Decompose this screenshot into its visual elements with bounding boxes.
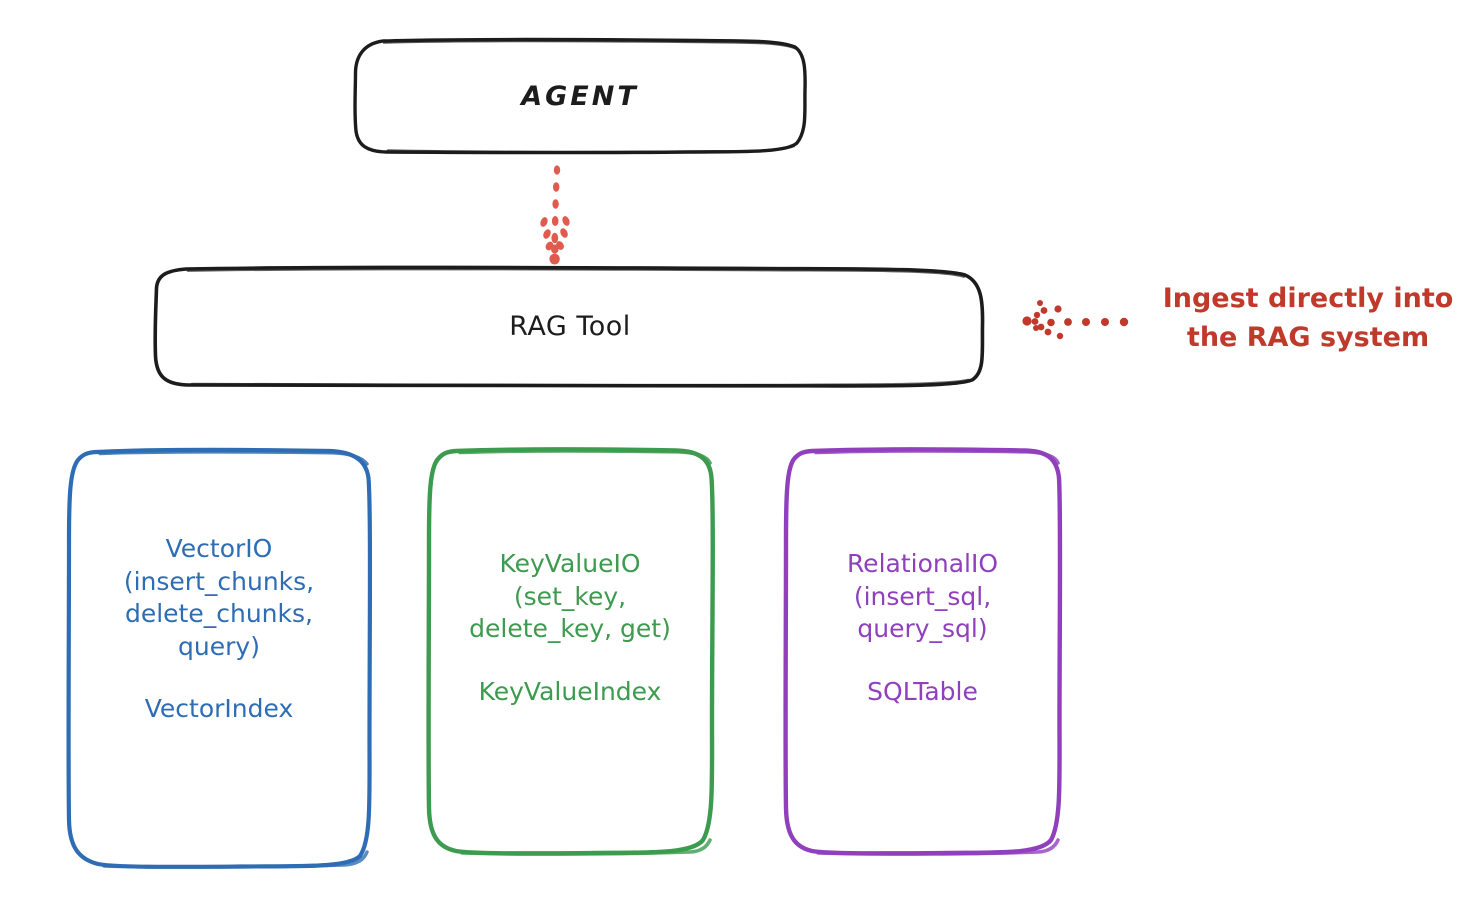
node-agent[interactable] [353,37,807,155]
ingest-arrow [1022,300,1129,340]
node-key-value-io[interactable] [426,447,715,856]
agent-to-rag-tool-arrow [540,165,570,265]
node-vector-io[interactable] [66,447,373,869]
node-relational-io[interactable] [783,447,1063,856]
node-rag-tool[interactable] [153,265,985,388]
